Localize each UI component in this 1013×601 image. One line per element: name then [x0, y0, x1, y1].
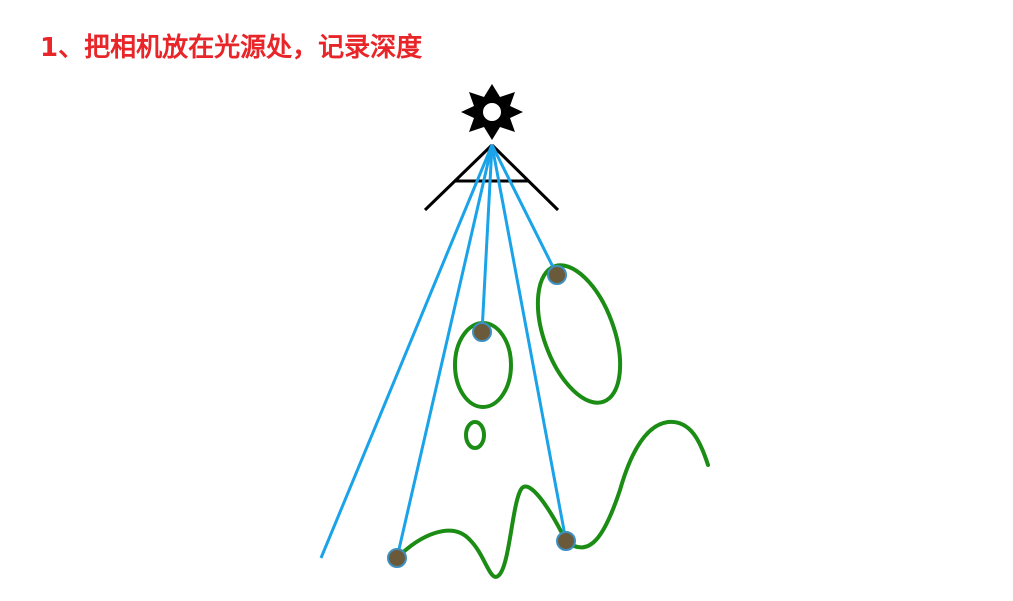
ray [490, 144, 559, 276]
camera-frustum-icon [423, 143, 560, 212]
slide-title: 1、把相机放在光源处，记录深度 [40, 33, 423, 63]
hit-point [472, 322, 492, 342]
ray [395, 144, 494, 559]
frustum-right-edge [490, 143, 560, 212]
hit-point [556, 531, 576, 551]
light-core [483, 103, 501, 121]
ray [480, 144, 494, 333]
depth-rays [319, 144, 568, 559]
scene-ellipse-tiny [464, 420, 486, 450]
hit-point [387, 548, 407, 568]
frustum-left-edge [423, 143, 494, 212]
ray [490, 144, 568, 542]
scene-ground-curve [395, 419, 710, 579]
hit-points [387, 265, 576, 568]
sun-light-source-icon [461, 84, 523, 140]
scene-objects [395, 263, 710, 579]
hit-point [547, 265, 567, 285]
ray [319, 144, 494, 559]
